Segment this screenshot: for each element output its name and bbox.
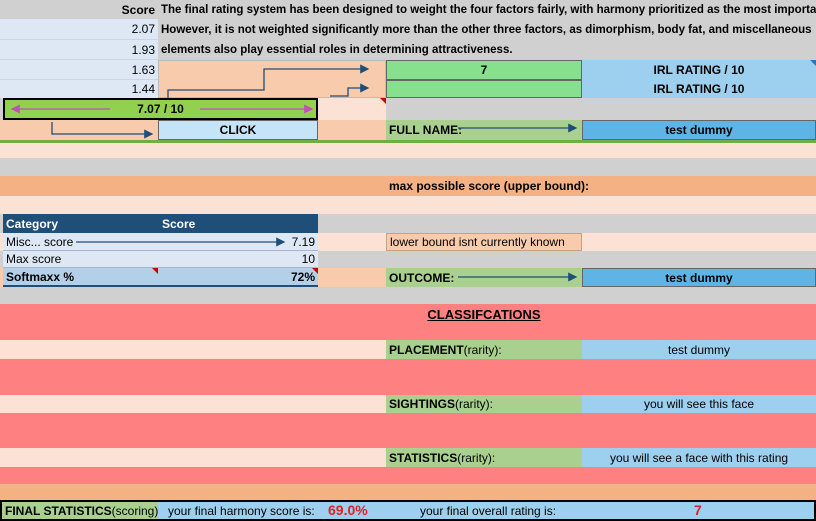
placement-suffix: (rarity): [463,342,502,357]
small-cell [318,98,386,120]
comment-marker [380,98,386,104]
placement-value[interactable]: test dummy [582,340,816,359]
sightings-label-cell: SIGHTINGS (rarity): [386,395,582,413]
table-cell-score: 7.19 [291,234,315,249]
harmony-text: your final harmony score is: [168,503,315,518]
score-cell-1[interactable]: 2.07 [0,19,158,40]
band [0,196,816,214]
table-row[interactable]: Max score 10 [3,251,318,268]
score-cell-4[interactable]: 1.44 [0,80,158,98]
outcome-value[interactable]: test dummy [582,268,816,287]
band [0,467,816,484]
band [0,484,816,500]
max-score-row: max possible score (upper bound): [0,176,816,196]
comment-marker [810,60,816,66]
statistics-value[interactable]: you will see a face with this rating [582,448,816,467]
score-cell-3[interactable]: 1.63 [0,60,158,80]
table-cell-score: 10 [301,252,315,266]
click-button[interactable]: CLICK [158,120,318,140]
max-score-label: max possible score (upper bound): [389,179,590,193]
comment-marker [152,268,158,274]
table-row[interactable]: Misc... score 7.19 [3,233,318,251]
sightings-value[interactable]: you will see this face [582,395,816,413]
harmony-value[interactable]: 69.0% [328,502,368,518]
sightings-suffix: (rarity): [455,397,494,411]
table-cell-category: Misc... score [6,234,74,249]
band [0,287,816,304]
outcome-label: OUTCOME: [386,268,582,287]
band [0,158,816,176]
score-header: Score [0,0,158,19]
overall-rating-box[interactable]: 7.07 / 10 [3,98,318,120]
irl-rating-label-1: IRL RATING / 10 [582,60,816,80]
lower-bound-note: lower bound isnt currently known [386,233,582,251]
irl-input-cell[interactable] [386,80,582,98]
comment-marker [312,268,318,274]
classifications-band [0,304,816,340]
table-cell-category: Softmaxx % [6,269,75,284]
full-name-value[interactable]: test dummy [582,120,816,140]
band [0,413,816,448]
final-label: FINAL STATISTICS [5,503,112,518]
table-cell-score: 72% [290,269,315,284]
sightings-label: SIGHTINGS [389,397,456,411]
score-cell-2[interactable]: 1.93 [0,40,158,60]
placement-label-cell: PLACEMENT (rarity): [386,340,582,359]
final-statistics-row [0,500,816,521]
statistics-label-cell: STATISTICS (rarity): [386,448,582,467]
irl-rating-label-2: IRL RATING / 10 [582,80,816,98]
description-line-1: The final rating system has been designe… [158,0,816,19]
classifications-title: CLASSIFCATIONS [427,306,541,322]
band [0,143,816,158]
arrow-cell [158,60,386,98]
overall-value[interactable]: 7 [694,502,702,518]
placement-label: PLACEMENT [389,342,464,357]
description-line-3: elements also play essential roles in de… [158,40,816,60]
final-label-suffix: (scoring): [111,503,158,518]
band [0,359,816,395]
rating-value-cell[interactable]: 7 [386,60,582,80]
table-header-category: Category [3,214,159,233]
description-line-2: However, it is not weighted significantl… [158,19,816,40]
table-header-score: Score [159,214,318,233]
final-label-cell: FINAL STATISTICS (scoring): [2,502,158,519]
statistics-label: STATISTICS [389,450,458,465]
table-cell-category: Max score [6,252,62,266]
green-divider [0,140,816,143]
statistics-suffix: (rarity): [457,450,496,465]
table-row[interactable]: Softmaxx % 72% [3,268,318,287]
overall-text: your final overall rating is: [420,503,557,518]
full-name-label: FULL NAME: [386,120,582,140]
